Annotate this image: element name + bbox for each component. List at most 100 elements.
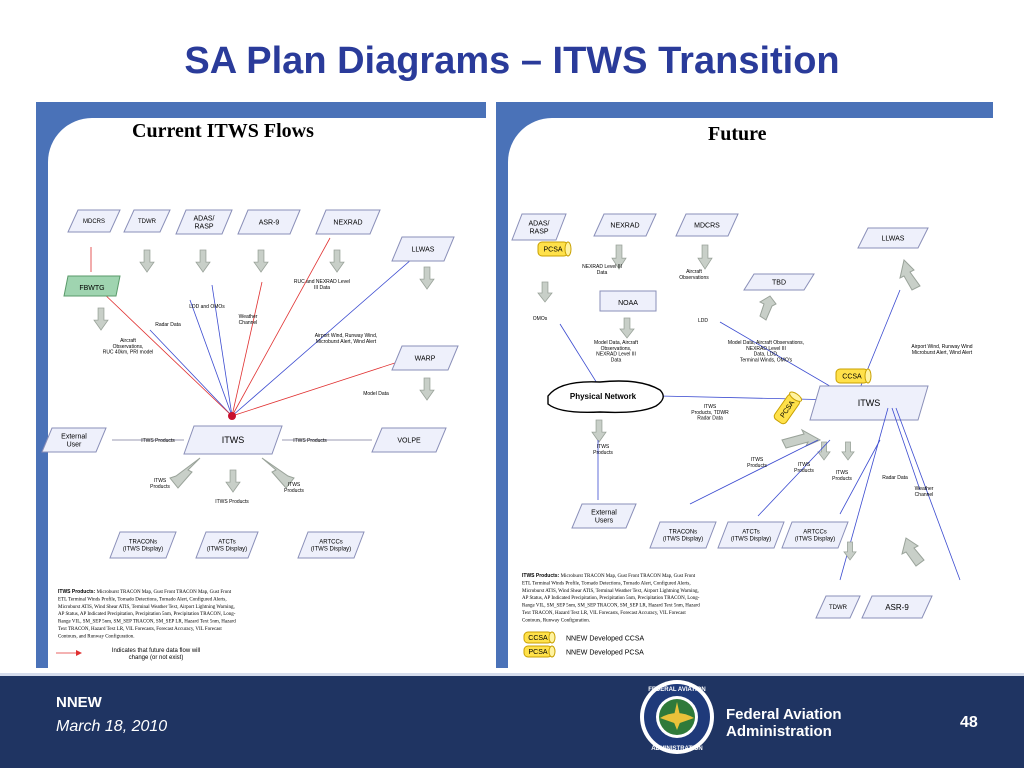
- right-radar-data-label: Radar Data: [882, 475, 908, 481]
- right-physical-network-node: [547, 380, 664, 414]
- right-arrow-tdwr: [843, 541, 857, 561]
- right-edge-ldd: [719, 321, 841, 393]
- left-adas-rasp-node: [175, 209, 233, 235]
- left-nexrad-node-label: NEXRAD: [333, 219, 362, 226]
- right-nexrad-node-label: NEXRAD: [610, 222, 639, 229]
- left-airport-wind-label: Airport Wind, Runway Wind,Microburst Ale…: [315, 333, 378, 345]
- left-tdwr-node-label: TDWR: [138, 219, 157, 225]
- right-noaa-node: [599, 290, 657, 312]
- footer-bar: NNEW March 18, 2010 FEDERAL AVIATION ADM…: [0, 676, 1024, 768]
- right-llwas-node-label: LLWAS: [882, 235, 905, 242]
- right-arrow-tbd: [758, 295, 777, 321]
- edge-radar: [189, 299, 233, 417]
- left-itws-node-label: ITWS: [222, 435, 245, 445]
- faa-seal-icon: FEDERAL AVIATION ADMINISTRATION: [640, 680, 714, 754]
- footer-program: NNEW: [56, 694, 102, 711]
- left-adas-rasp-node-label: ADAS/RASP: [193, 215, 214, 230]
- right-arrow-itws-1: [781, 428, 822, 449]
- right-physical-network-label: Physical Network: [570, 392, 637, 401]
- left-itws-products-c: ITWS Products: [215, 499, 249, 505]
- left-model-data-label: Model Data: [363, 391, 389, 397]
- right-legend-text-ccsa: NNEW Developed CCSA: [566, 636, 645, 643]
- footer-agency: Federal Aviation Administration: [726, 706, 842, 740]
- right-arrow-network-down: [591, 419, 607, 443]
- right-ccsa-cylinder: CCSA: [835, 368, 872, 384]
- right-arrow-llwas: [899, 259, 921, 291]
- page-title: SA Plan Diagrams – ITWS Transition: [184, 40, 840, 82]
- right-arrow-mdcrs: [697, 244, 713, 270]
- svg-text:PCSA: PCSA: [543, 247, 562, 254]
- right-tdwr-node-label: TDWR: [829, 605, 848, 611]
- right-adas-rasp-node-label: ADAS/RASP: [528, 220, 549, 235]
- svg-text:ADMINISTRATION: ADMINISTRATION: [651, 746, 703, 752]
- right-arrow-noaa: [619, 317, 635, 339]
- left-artccs-node: [297, 531, 365, 559]
- right-tbd-node-label: TBD: [772, 279, 786, 286]
- right-atcts-node: [717, 521, 785, 549]
- left-fbwtg-node: [63, 275, 121, 297]
- svg-text:CCSA: CCSA: [528, 635, 548, 642]
- left-artccs-node-label: ARTCCs(ITWS Display): [311, 540, 351, 553]
- left-nexrad-node: [315, 209, 381, 235]
- footer-date: March 18, 2010: [56, 718, 168, 735]
- svg-text:CCSA: CCSA: [842, 374, 862, 381]
- left-radar-label: Radar Data: [155, 322, 181, 328]
- right-legend-cylinder-ccsa: CCSA: [523, 631, 556, 644]
- left-volpe-node: [371, 427, 447, 453]
- right-omos-label: OMOs: [533, 316, 548, 322]
- left-itws-products-right: ITWS Products: [293, 438, 327, 444]
- edge-weather: [231, 281, 263, 417]
- right-tracons-node: [649, 521, 717, 549]
- left-itws-node: [183, 425, 283, 455]
- right-arrow-nexrad: [611, 244, 627, 270]
- left-tracons-node-label: TRACONs(ITWS Display): [123, 540, 163, 553]
- hub-point: [228, 412, 236, 420]
- right-edge-network-itws: [659, 395, 841, 401]
- left-mdcrs-node: [67, 209, 121, 233]
- edge-ruc: [231, 237, 331, 417]
- right-ldd-label: LDD: [698, 318, 708, 324]
- future-heading: Future: [708, 123, 767, 145]
- right-arrow-adas: [537, 281, 553, 303]
- right-edge-atcts: [757, 439, 831, 517]
- left-tdwr-node: [123, 209, 171, 233]
- svg-text:PCSA: PCSA: [528, 649, 547, 656]
- left-arrow-artccs: [261, 457, 295, 489]
- edge-fbwtg: [99, 289, 233, 417]
- right-edge-asr9: [895, 407, 961, 581]
- legend-red-arrow-icon: [76, 650, 82, 656]
- svg-text:FEDERAL AVIATION: FEDERAL AVIATION: [648, 687, 705, 693]
- left-arrow-asr9: [253, 249, 269, 273]
- right-edge-tracons: [689, 439, 819, 505]
- left-warp-node: [391, 345, 459, 371]
- right-tracons-node-label: TRACONs(ITWS Display): [663, 530, 703, 543]
- left-fbwtg-label: FBWTG: [79, 285, 104, 292]
- left-llwas-node-label: LLWAS: [412, 246, 435, 253]
- left-arrow-warp: [419, 377, 435, 401]
- right-itws-node-label: ITWS: [858, 398, 881, 408]
- right-edge-artccs: [839, 439, 881, 515]
- left-external-user-node: [41, 427, 107, 453]
- left-llwas-node: [391, 236, 455, 262]
- left-asr9-node: [237, 209, 301, 235]
- right-mdcrs-node: [675, 213, 739, 237]
- right-arrow-itws-3: [841, 441, 855, 461]
- edge-model-data: [231, 359, 405, 417]
- page-number: 48: [960, 714, 978, 731]
- left-arrow-nexrad: [329, 249, 345, 273]
